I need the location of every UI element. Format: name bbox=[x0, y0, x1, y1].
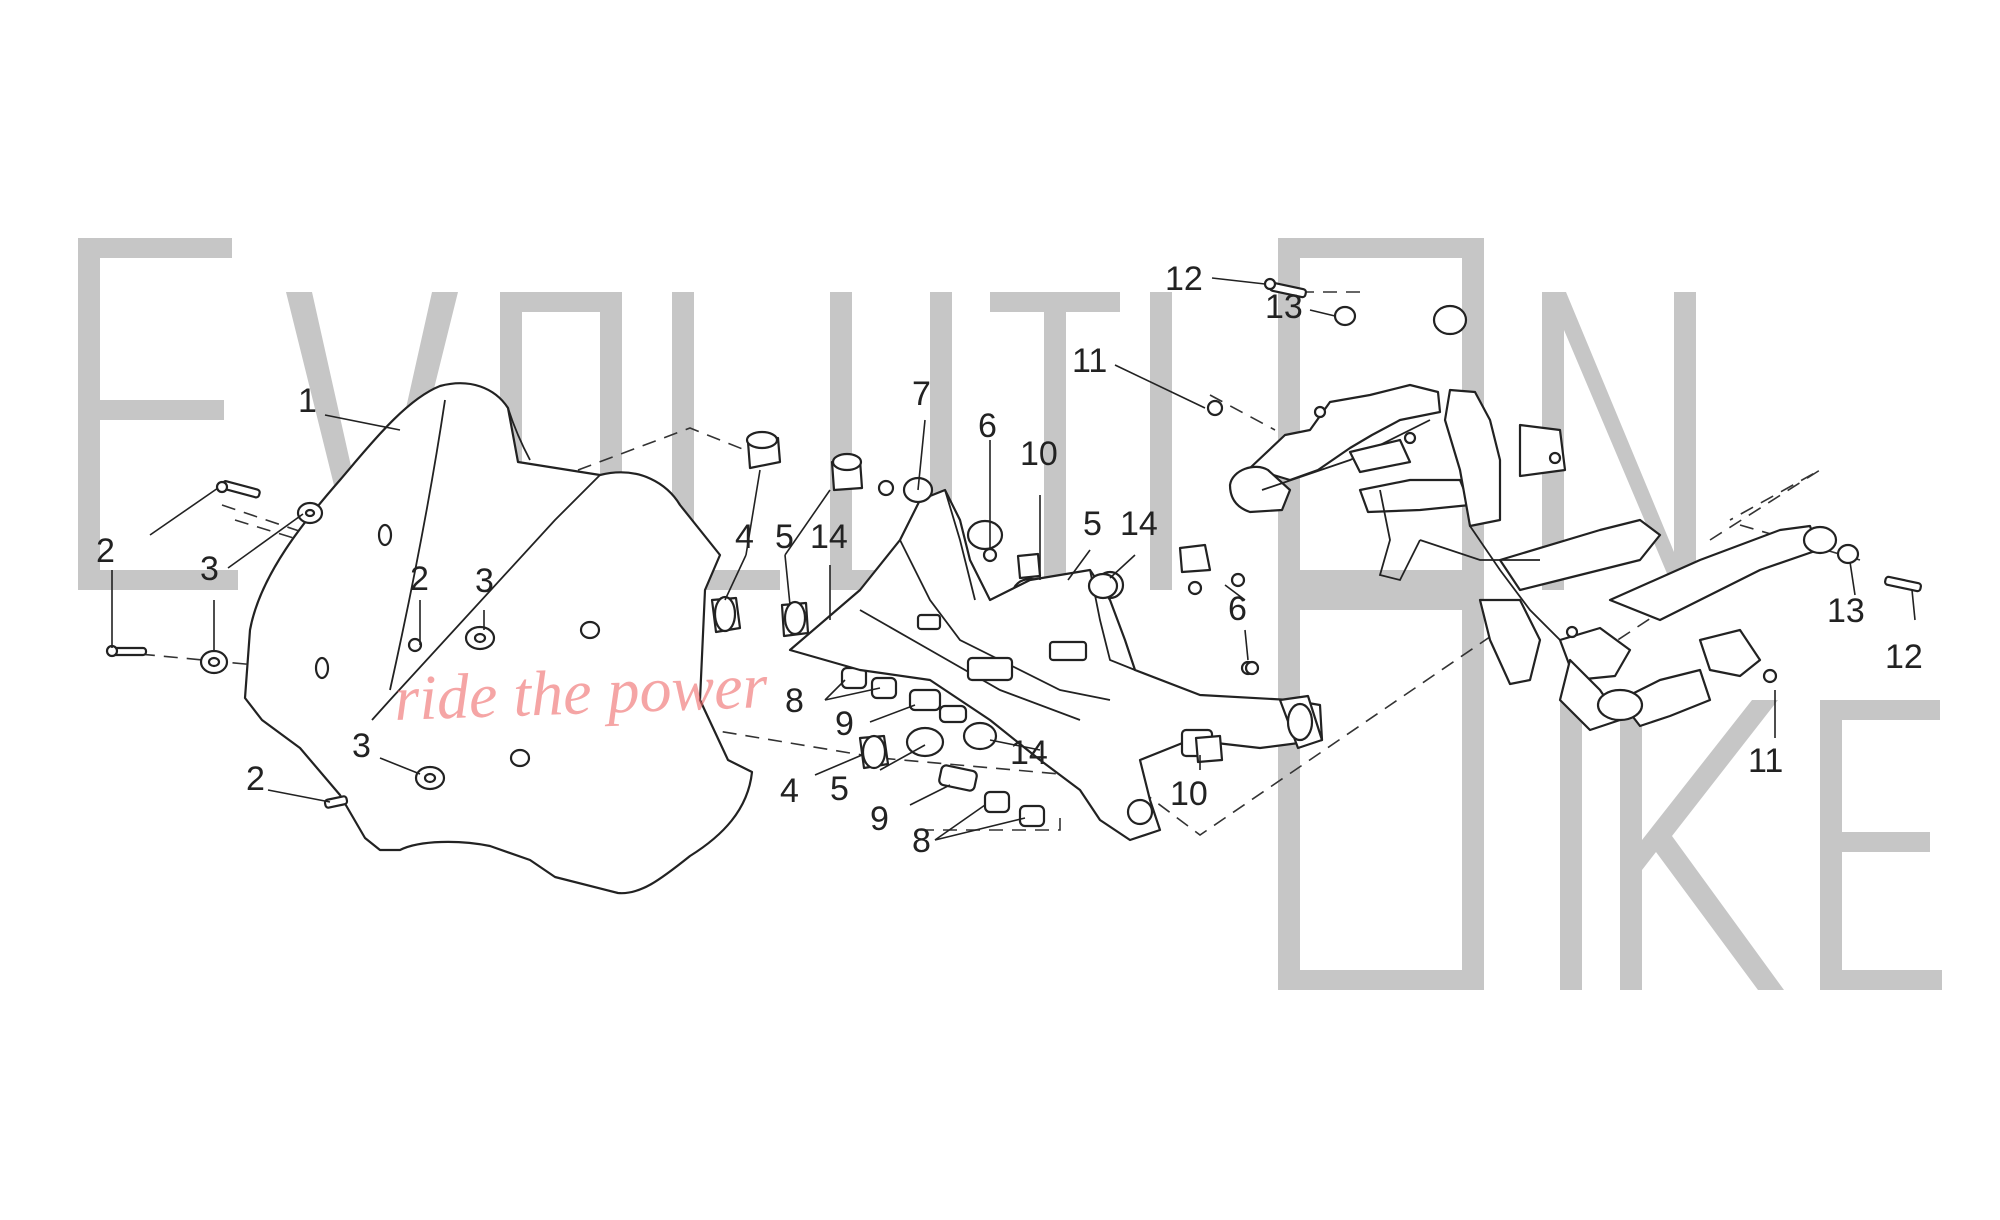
part-callouts: 1 2 3 2 3 2 3 4 5 14 7 6 10 5 14 6 8 9 4… bbox=[96, 260, 1923, 860]
callout-nut-lower: 10 bbox=[1170, 775, 1208, 813]
callout-leader-lines bbox=[111, 277, 1916, 841]
callout-bracket: 7 bbox=[912, 375, 931, 413]
callout-screw-middle: 2 bbox=[410, 560, 429, 598]
callout-washer-flat-lower: 14 bbox=[1010, 734, 1048, 772]
callout-rivet-upper: 11 bbox=[1072, 342, 1107, 380]
callout-rivet-lower: 11 bbox=[1748, 742, 1783, 780]
callout-pin-lower: 9 bbox=[870, 800, 889, 838]
callout-screw-lower: 2 bbox=[246, 760, 265, 798]
callout-spacer-right: 5 bbox=[1083, 505, 1102, 543]
callout-grommet-lower: 4 bbox=[780, 772, 799, 810]
windscreen-part bbox=[243, 382, 754, 895]
frame-fasteners bbox=[1016, 277, 1922, 764]
callout-washer-lower: 3 bbox=[352, 727, 371, 765]
callout-bolt-upper: 12 bbox=[1165, 260, 1203, 298]
tubular-frame-part bbox=[1228, 304, 1838, 732]
callout-screw-small-right: 6 bbox=[1228, 590, 1247, 628]
watermark-slogan: ride the power bbox=[393, 650, 770, 734]
callout-grommet-upper: 4 bbox=[735, 518, 754, 556]
headlight-bracket-part bbox=[788, 476, 1324, 842]
callout-spacer-upper: 5 bbox=[775, 518, 794, 556]
callout-screw-small-upper: 6 bbox=[978, 407, 997, 445]
grommets-and-spacers bbox=[710, 430, 1125, 770]
callout-nut-upper: 10 bbox=[1020, 435, 1058, 473]
callout-washer-flat-upper: 14 bbox=[810, 518, 848, 556]
callout-washer-flat-right: 14 bbox=[1120, 505, 1158, 543]
callout-bush-lower: 8 bbox=[912, 822, 931, 860]
callout-washer-middle: 3 bbox=[475, 562, 494, 600]
callout-spacer-lower: 5 bbox=[830, 770, 849, 808]
callout-screw-left-top: 2 bbox=[96, 532, 115, 570]
callout-washer-small-upper: 13 bbox=[1265, 288, 1303, 326]
callout-bush-upper: 8 bbox=[785, 682, 804, 720]
callout-pin-upper: 9 bbox=[835, 705, 854, 743]
screen-fasteners bbox=[105, 480, 496, 809]
callout-bolt-right: 12 bbox=[1885, 638, 1923, 676]
bushes-and-pins bbox=[840, 666, 1046, 828]
callout-washer-left: 3 bbox=[200, 550, 219, 588]
callout-screen: 1 bbox=[298, 382, 317, 420]
screen-hole-icon bbox=[377, 523, 393, 547]
callout-washer-small-right: 13 bbox=[1827, 592, 1865, 630]
